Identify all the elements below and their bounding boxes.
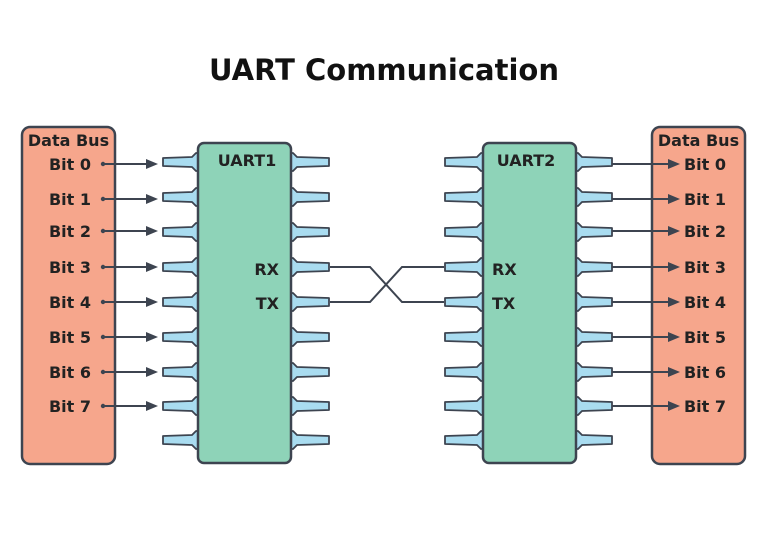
uart2-chip — [481, 141, 578, 465]
uart1-chip — [196, 141, 293, 465]
bit-connections-layer: Bit 0 Bit 1 Bit 2 Bit 3 Bit 4 Bit 5 Bit 6 Bit 7… — [49, 155, 726, 416]
left-data-bus-label: Data Bus — [28, 131, 109, 150]
left-bus-bit-0-label: Bit 0 — [49, 155, 91, 174]
uart1-rx-label: RX — [254, 260, 279, 279]
serial-crossover — [330, 266, 444, 303]
left-bus-bit-6-arrow-arrowhead — [146, 367, 158, 377]
left-bus-bit-4-label: Bit 4 — [49, 293, 91, 312]
right-bus-bit-2-label: Bit 2 — [684, 222, 726, 241]
right-data-bus-label: Data Bus — [658, 131, 739, 150]
right-bus-bit-1-label: Bit 1 — [684, 190, 726, 209]
uart2-tx-label: TX — [492, 294, 516, 313]
left-bus-bit-1-label: Bit 1 — [49, 190, 91, 209]
right-bus-bit-1-arrow-arrowhead — [668, 194, 680, 204]
right-bus-bit-4-label: Bit 4 — [684, 293, 726, 312]
left-bus-bit-6-label: Bit 6 — [49, 363, 91, 382]
left-bus-bit-5-arrow-arrowhead — [146, 332, 158, 342]
left-bus-bit-0-arrow-arrowhead — [146, 159, 158, 169]
right-data-bus-box — [650, 125, 747, 466]
right-bus-bit-6-arrow-arrowhead — [668, 367, 680, 377]
uart2-label: UART2 — [497, 151, 556, 170]
right-bus-bit-5-label: Bit 5 — [684, 328, 726, 347]
diagram-title: UART Communication — [209, 53, 559, 87]
right-bus-bit-0-label: Bit 0 — [684, 155, 726, 174]
right-bus-bit-7-arrow-arrowhead — [668, 401, 680, 411]
right-bus-bit-0-arrow-arrowhead — [668, 159, 680, 169]
left-bus-bit-7-arrow-arrowhead — [146, 401, 158, 411]
right-bus-bit-2-arrow-arrowhead — [668, 226, 680, 236]
right-bus-bit-6-label: Bit 6 — [684, 363, 726, 382]
uart2-rx-label: RX — [492, 260, 517, 279]
right-bus-bit-4-arrow-arrowhead — [668, 297, 680, 307]
left-bus-bit-2-arrow-arrowhead — [146, 226, 158, 236]
right-bus-bit-5-arrow-arrowhead — [668, 332, 680, 342]
uart1-tx-to-uart2-rx-wire — [330, 266, 444, 303]
right-bus-bit-3-label: Bit 3 — [684, 258, 726, 277]
left-bus-bit-3-label: Bit 3 — [49, 258, 91, 277]
right-bus-bit-7-label: Bit 7 — [684, 397, 726, 416]
left-bus-bit-7-label: Bit 7 — [49, 397, 91, 416]
right-bus-bit-3-arrow-arrowhead — [668, 262, 680, 272]
left-bus-bit-2-label: Bit 2 — [49, 222, 91, 241]
left-bus-bit-1-arrow-arrowhead — [146, 194, 158, 204]
left-bus-bit-5-label: Bit 5 — [49, 328, 91, 347]
pins-layer — [162, 152, 613, 450]
left-bus-bit-3-arrow-arrowhead — [146, 262, 158, 272]
uart1-label: UART1 — [218, 151, 277, 170]
left-data-bus-box — [20, 125, 117, 466]
left-bus-bit-4-arrow-arrowhead — [146, 297, 158, 307]
uart1-tx-label: TX — [256, 294, 280, 313]
